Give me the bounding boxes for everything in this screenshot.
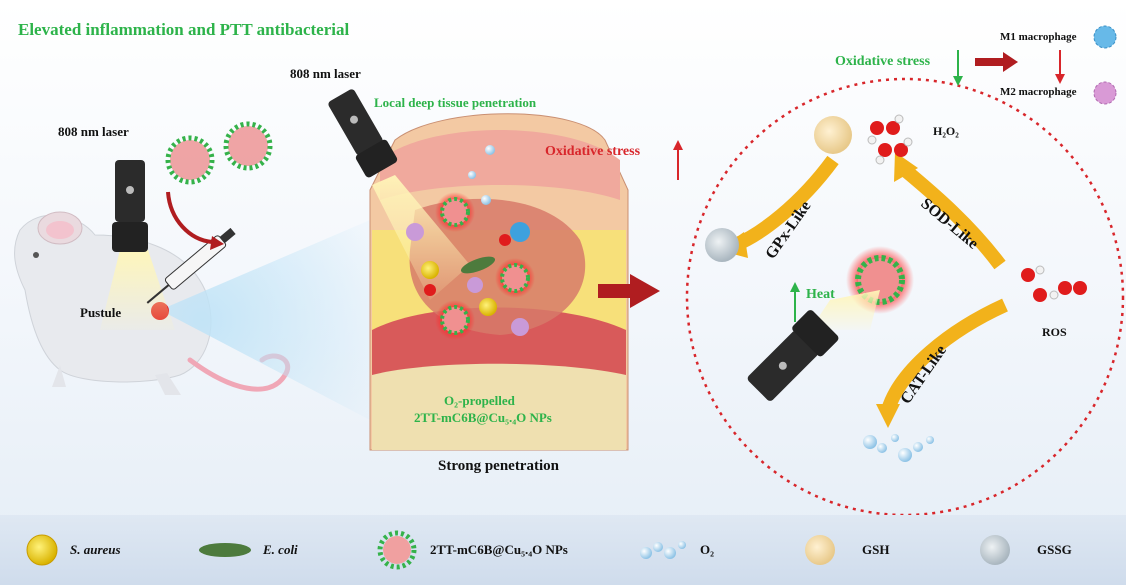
tissue-contents bbox=[406, 145, 535, 340]
oxidative-stress-up: Oxidative stress bbox=[545, 144, 641, 159]
e-coli-icon bbox=[199, 543, 251, 557]
oxidative-down-arrow bbox=[953, 50, 963, 86]
legend-label-nps: 2TT-mC6B@Cu₅.₄O NPs bbox=[430, 542, 568, 557]
penetration-note: Local deep tissue penetration bbox=[374, 95, 537, 110]
legend-label-s-aureus: S. aureus bbox=[70, 542, 121, 557]
m1-macrophage-icon bbox=[1093, 25, 1117, 49]
oxidative-up-arrow bbox=[673, 140, 683, 180]
heat-label: Heat bbox=[806, 287, 835, 302]
laser-device-right bbox=[747, 290, 880, 401]
legend-item-s-aureus: S. aureus bbox=[22, 515, 121, 585]
figure-caption: Strong penetration bbox=[438, 458, 559, 474]
h2o2-label: H₂O₂ bbox=[933, 124, 959, 138]
gsh-icon bbox=[805, 535, 835, 565]
inject-arrow bbox=[166, 191, 213, 244]
s-aureus-icon bbox=[26, 534, 58, 566]
ros-molecules bbox=[1021, 265, 1087, 302]
legend-item-o2: O₂ bbox=[636, 515, 714, 585]
cycle-boundary bbox=[685, 77, 1125, 517]
sod-arrow bbox=[900, 164, 1006, 270]
macrophage-arrows bbox=[975, 50, 1065, 84]
heat-up-arrow bbox=[790, 282, 800, 322]
nanoparticle-icon bbox=[377, 530, 417, 570]
h2o2-molecules bbox=[867, 114, 913, 165]
nanoparticle-cluster-left bbox=[165, 121, 273, 185]
laser-label-left: 808 nm laser bbox=[58, 124, 129, 139]
legend-label-e-coli: E. coli bbox=[263, 542, 298, 557]
cat-arrow bbox=[881, 298, 1008, 413]
legend: S. aureus E. coli 2TT-mC6B@Cu₅.₄O NPs O₂… bbox=[0, 515, 1126, 585]
legend-label-gsh: GSH bbox=[862, 542, 890, 557]
gssg-icon bbox=[980, 535, 1010, 565]
light-cone-left bbox=[160, 220, 370, 420]
ros-label: ROS bbox=[1042, 325, 1067, 339]
laser-device-left bbox=[100, 160, 175, 330]
transition-arrow bbox=[598, 274, 660, 308]
o2-bubble-icon bbox=[640, 541, 686, 559]
gsh-particle bbox=[814, 116, 852, 154]
laser-label-top: 808 nm laser bbox=[290, 66, 361, 81]
legend-item-gsh: GSH bbox=[800, 515, 889, 585]
laser-device-tissue bbox=[328, 89, 398, 178]
pustule-label: Pustule bbox=[80, 305, 122, 320]
page-title: Elevated inflammation and PTT antibacter… bbox=[18, 20, 350, 39]
nps-label-line2: 2TT-mC6B@Cu₅.₄O NPs bbox=[414, 410, 552, 425]
legend-item-nps: 2TT-mC6B@Cu₅.₄O NPs bbox=[372, 515, 568, 585]
legend-item-e-coli: E. coli bbox=[195, 515, 298, 585]
legend-label-gssg: GSSG bbox=[1037, 542, 1072, 557]
nps-label-line1: O₂-propelled bbox=[444, 393, 515, 408]
m2-macrophage-icon bbox=[1093, 81, 1117, 105]
gssg-particle bbox=[705, 228, 739, 262]
m1-macrophage-label: M1 macrophage bbox=[1000, 31, 1077, 43]
legend-label-o2: O₂ bbox=[700, 542, 715, 557]
legend-item-gssg: GSSG bbox=[975, 515, 1072, 585]
m2-macrophage-label: M2 macrophage bbox=[1000, 86, 1077, 98]
o2-bubbles bbox=[863, 434, 934, 462]
oxidative-stress-down: Oxidative stress bbox=[835, 54, 931, 69]
